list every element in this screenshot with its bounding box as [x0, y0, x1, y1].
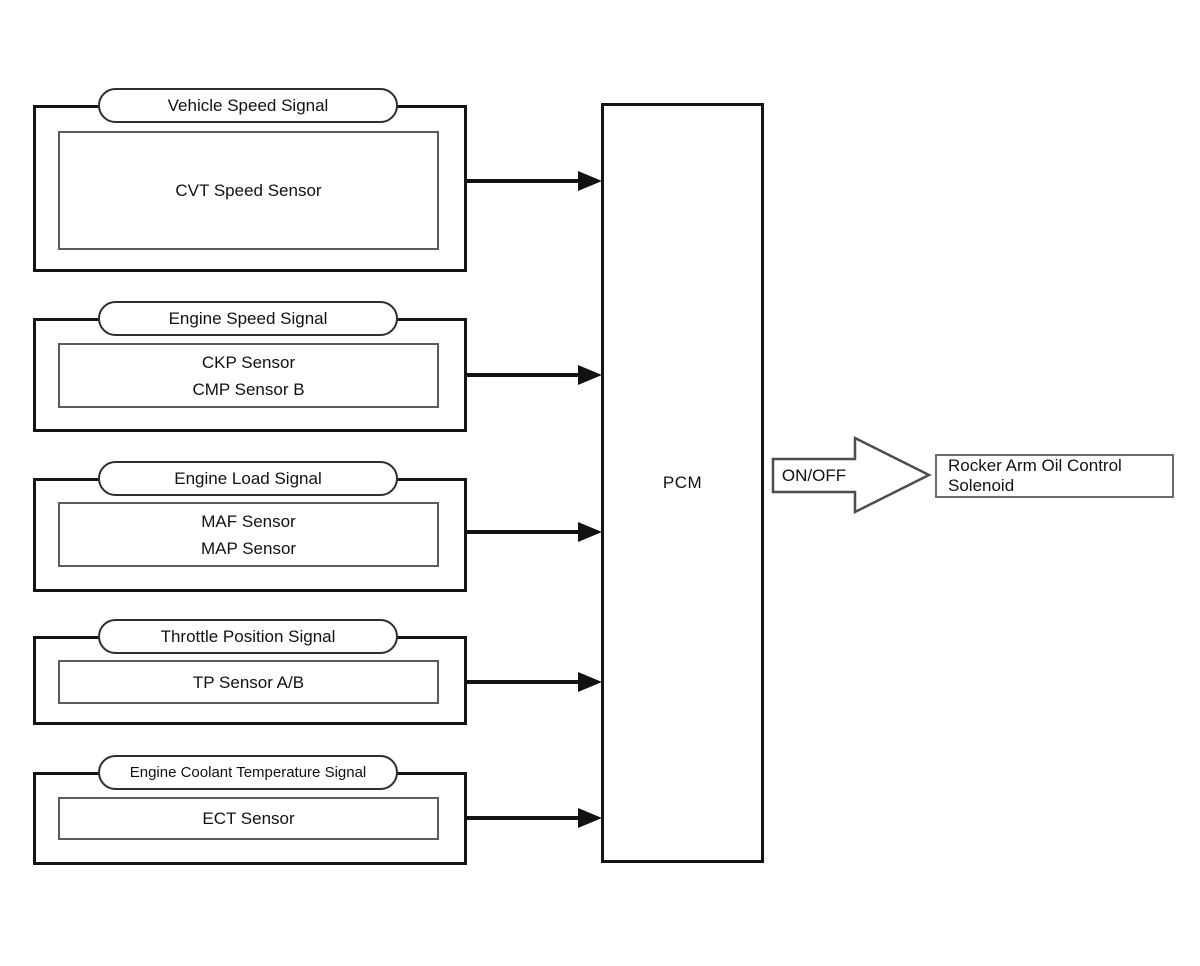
- sensor-box-throttle-position: TP Sensor A/B: [58, 660, 439, 704]
- onoff-label: ON/OFF: [781, 465, 847, 485]
- solenoid-label: Rocker Arm Oil Control Solenoid: [948, 456, 1122, 495]
- input-block-vehicle-speed: Vehicle Speed Signal CVT Speed Sensor: [33, 88, 467, 272]
- signal-pill-vehicle-speed: Vehicle Speed Signal: [98, 88, 398, 123]
- input-block-coolant-temperature: Engine Coolant Temperature Signal ECT Se…: [33, 755, 467, 865]
- sensor-label: CVT Speed Sensor: [175, 181, 322, 200]
- signal-pill-engine-load: Engine Load Signal: [98, 461, 398, 496]
- arrow-line: [467, 816, 579, 820]
- arrow-head-icon: [578, 672, 602, 692]
- sensor-label: CMP Sensor B: [192, 379, 305, 399]
- signal-pill-coolant-temperature: Engine Coolant Temperature Signal: [98, 755, 398, 790]
- sensor-box-vehicle-speed: CVT Speed Sensor: [58, 131, 439, 250]
- arrow-line: [467, 530, 579, 534]
- signal-pill-throttle-position: Throttle Position Signal: [98, 619, 398, 654]
- signal-label: Engine Coolant Temperature Signal: [129, 764, 367, 781]
- pcm-box: PCM: [601, 103, 764, 863]
- arrow-line: [467, 373, 579, 377]
- input-block-engine-speed: Engine Speed Signal CKP Sensor CMP Senso…: [33, 301, 467, 432]
- sensor-box-engine-load: MAF Sensor MAP Sensor: [58, 502, 439, 567]
- arrow-head-icon: [578, 171, 602, 191]
- sensor-box-engine-speed: CKP Sensor CMP Sensor B: [58, 343, 439, 408]
- sensor-label: TP Sensor A/B: [192, 672, 305, 692]
- input-block-engine-load: Engine Load Signal MAF Sensor MAP Sensor: [33, 461, 467, 592]
- signal-label: Engine Speed Signal: [168, 308, 328, 328]
- signal-label: Throttle Position Signal: [160, 626, 336, 646]
- signal-label: Vehicle Speed Signal: [167, 95, 329, 115]
- signal-label: Engine Load Signal: [174, 468, 322, 488]
- sensor-box-coolant-temperature: ECT Sensor: [58, 797, 439, 840]
- arrow-head-icon: [578, 365, 602, 385]
- sensor-label: CKP Sensor: [201, 352, 296, 372]
- arrow-head-icon: [578, 808, 602, 828]
- signal-pill-engine-speed: Engine Speed Signal: [98, 301, 398, 336]
- sensor-label: MAF Sensor: [201, 511, 296, 531]
- arrow-head-icon: [578, 522, 602, 542]
- solenoid-box: Rocker Arm Oil Control Solenoid: [935, 454, 1174, 498]
- onoff-arrow-icon: [771, 435, 932, 515]
- sensor-label: MAP Sensor: [200, 538, 297, 558]
- input-block-throttle-position: Throttle Position Signal TP Sensor A/B: [33, 619, 467, 725]
- pcm-label: PCM: [662, 473, 703, 492]
- arrow-line: [467, 179, 579, 183]
- sensor-label: ECT Sensor: [202, 809, 295, 828]
- arrow-line: [467, 680, 579, 684]
